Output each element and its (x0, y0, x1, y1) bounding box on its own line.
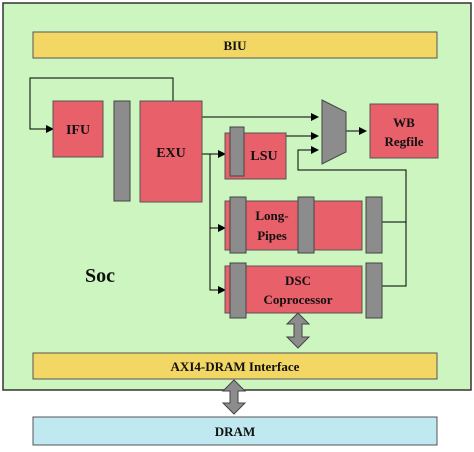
soc-label: Soc (85, 265, 115, 287)
long-pipes-label-line1: Long- (255, 208, 288, 223)
dram-label: DRAM (215, 424, 255, 439)
wires (29, 77, 407, 294)
biu-block: BIU (32, 31, 438, 59)
long-pipes-label-line2: Pipes (257, 228, 287, 243)
ifu-exu-pipeline-register (113, 100, 131, 202)
dsc-coprocessor-block: DSC Coprocessor (224, 262, 383, 319)
dsc-axi-bidirectional-arrow (285, 312, 311, 349)
wb-label-line1: WB (393, 115, 415, 130)
exu-label: EXU (156, 146, 186, 161)
long-pipes-block: Long- Pipes (224, 196, 383, 254)
axi-label: AXI4-DRAM Interface (171, 359, 300, 374)
dsc-label-line2: Coprocessor (263, 292, 332, 307)
dsc-register-1 (229, 262, 247, 319)
exu-block: EXU (139, 100, 203, 203)
ifu-block: IFU (52, 100, 104, 158)
dram-block: DRAM (32, 416, 438, 446)
wb-regfile-block: WB Regfile (369, 103, 439, 159)
lsu-input-register (229, 126, 245, 177)
writeback-mux (321, 99, 347, 165)
lsu-label: LSU (250, 149, 277, 164)
dsc-label-line1: DSC (285, 273, 311, 288)
axi-dram-bidirectional-arrow (221, 379, 247, 415)
wb-label-line2: Regfile (385, 134, 424, 149)
biu-label: BIU (223, 38, 247, 53)
long-pipes-register-3 (365, 196, 383, 254)
long-pipes-register-1 (229, 196, 247, 254)
long-pipes-register-2 (297, 196, 315, 254)
lsu-block: LSU (224, 126, 287, 180)
axi4-dram-interface-block: AXI4-DRAM Interface (32, 352, 438, 380)
dsc-register-2 (365, 262, 383, 319)
ifu-label: IFU (66, 123, 90, 138)
